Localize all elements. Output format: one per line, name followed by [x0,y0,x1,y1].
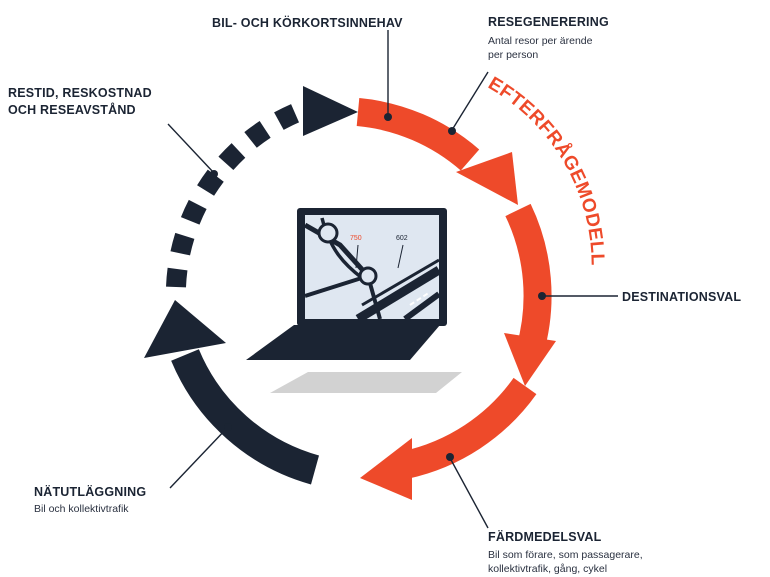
label-destinationsval-title: DESTINATIONSVAL [622,290,741,304]
label-bilinnehav-title: BIL- OCH KÖRKORTSINNEHAV [212,15,403,30]
label-fardmedelsval-title: FÄRDMEDELSVAL [488,529,602,544]
leader-destinationsval [538,292,618,300]
screen-value-navy: 602 [396,235,408,242]
leader-fardmedelsval [446,453,489,529]
leader-bilinnehav [384,30,392,121]
demand-model-arc-bottom [401,377,537,479]
demand-model-arrowhead-3 [360,438,412,500]
network-assignment-arc [171,349,320,485]
demand-model-arc-top [356,98,480,171]
label-natutlaggning-sub: Bil och kollektivtrafik [34,503,129,515]
leader-natutlaggning [169,423,232,489]
label-resegenerering-title: RESEGENERERING [488,15,609,29]
leader-restid [167,123,218,178]
label-resegenerering-sub-2: per person [488,49,538,61]
laptop-icon: 750 602 [246,208,462,393]
label-restid-title-2: OCH RESEAVSTÅND [8,102,136,117]
laptop-base [246,325,440,360]
leader-resegenerering [448,71,489,135]
label-fardmedelsval-sub-2: kollektivtrafik, gång, cykel [488,563,607,575]
label-restid-title-1: RESTID, RESKOSTNAD [8,86,152,100]
demand-model-arc-middle [505,203,552,354]
network-assignment-arrowhead [144,300,226,358]
demand-model-arrowhead-2 [504,333,556,386]
label-resegenerering-sub-1: Antal resor per ärende [488,35,593,47]
road-map-icon [305,217,439,319]
travel-time-arrowhead [303,86,358,136]
label-natutlaggning-title: NÄTUTLÄGGNING [34,484,146,499]
screen-value-orange: 750 [350,235,362,242]
label-fardmedelsval-sub-1: Bil som förare, som passagerare, [488,549,643,561]
demand-model-arrowhead-1 [456,152,518,205]
laptop-shadow [270,372,462,393]
travel-time-dashed-arc [166,102,302,288]
